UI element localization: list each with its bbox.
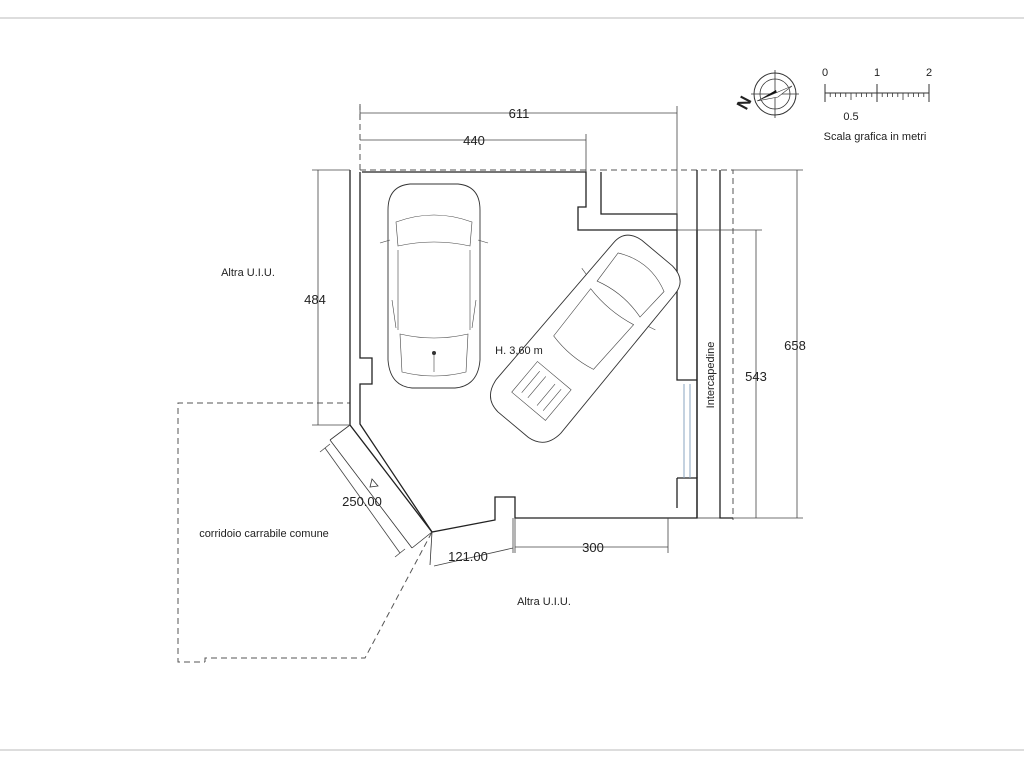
dimension-lines xyxy=(312,106,803,567)
compass xyxy=(751,70,799,118)
dimension-611: 611 xyxy=(509,106,530,121)
dimension-658: 658 xyxy=(784,338,806,353)
scale-tick-0: 0 xyxy=(822,67,828,79)
scale-bar xyxy=(824,84,930,102)
label-corridoio: corridoio carrabile comune xyxy=(199,528,329,540)
dimension-484: 484 xyxy=(304,292,326,307)
label-height: H. 3,60 m xyxy=(495,345,543,357)
label-altra-uiu-left: Altra U.I.U. xyxy=(221,267,275,279)
dimension-440: 440 xyxy=(463,133,485,148)
scale-tick-1: 1 xyxy=(874,67,880,79)
label-altra-uiu-bottom: Altra U.I.U. xyxy=(517,596,571,608)
scale-tick-2: 2 xyxy=(926,67,932,79)
car-top-view-rotated xyxy=(490,234,681,443)
scale-tick-half: 0.5 xyxy=(843,111,858,123)
dimension-543: 543 xyxy=(745,369,767,384)
ramp xyxy=(329,424,433,566)
dimension-300: 300 xyxy=(582,540,604,555)
garage-walls xyxy=(349,170,733,533)
label-intercapedine: Intercapedine xyxy=(705,342,717,409)
dimension-250: 250.00 xyxy=(342,494,382,509)
car-top-view xyxy=(379,183,489,389)
dimension-121: 121.00 xyxy=(448,549,488,564)
scale-caption: Scala grafica in metri xyxy=(824,131,927,143)
compass-north-label: N xyxy=(733,93,756,113)
